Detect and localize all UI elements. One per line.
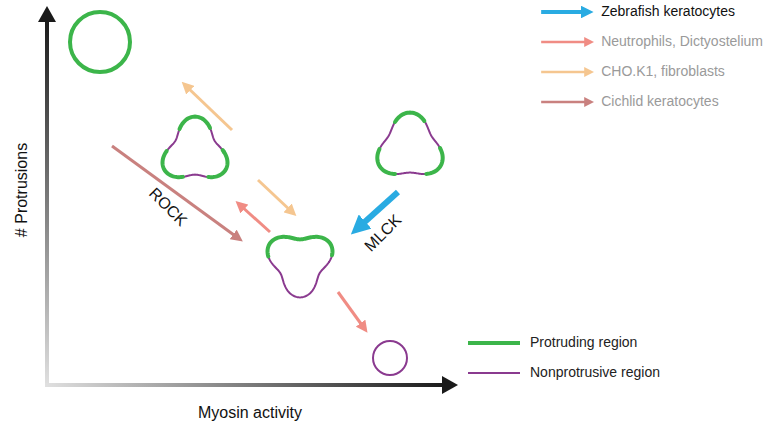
cell-round: [70, 12, 130, 72]
nonprotrusive-region: [379, 122, 395, 149]
cell-outline: [268, 237, 333, 298]
protruding-region: [223, 150, 224, 152]
protruding-region: [180, 117, 210, 129]
legend-text: CHO.K1, fibroblasts: [601, 64, 725, 79]
legend-text: Neutrophils, Dictyostelium: [601, 34, 763, 49]
y-axis: [45, 18, 49, 387]
legend-text: Zebrafish keratocytes: [601, 4, 735, 19]
nonprotrusive-region: [183, 175, 208, 177]
legend-arrow: [541, 41, 589, 44]
nonprotrusive-region: [210, 128, 223, 150]
nonprotrusive-region: [424, 121, 440, 148]
transition-arrow: [240, 205, 270, 232]
legend-text: Nonprotrusive region: [530, 365, 660, 380]
legend-arrow: [541, 71, 589, 74]
x-axis-head: [442, 376, 458, 394]
nonprotrusive-region: [395, 173, 426, 174]
legend-swatches: [541, 12, 589, 102]
protruding-region: [426, 148, 442, 174]
cell-outline: [163, 117, 228, 178]
pathway-label: MLCK: [361, 211, 405, 255]
protruding-region: [268, 237, 333, 257]
y-axis-head: [38, 6, 56, 22]
legend-text: Cichlid keratocytes: [601, 94, 719, 109]
transition-arrow: [112, 146, 238, 238]
cell-outline: [377, 113, 442, 174]
legend-arrow: [541, 101, 589, 104]
legend-line: [468, 341, 520, 345]
protruding-region: [208, 152, 227, 177]
protruding-region: [163, 151, 183, 177]
cell-shapes: [163, 113, 443, 298]
legend-line: [468, 372, 520, 374]
legend-arrow: [541, 10, 587, 14]
cell-small: [373, 341, 407, 375]
nonprotrusive-region: [167, 129, 180, 151]
protruding-region: [395, 113, 424, 122]
legend-text: Protruding region: [530, 335, 637, 350]
axis-title: # Protrusions: [13, 143, 31, 237]
axis-title: Myosin activity: [198, 404, 302, 422]
pathway-label: ROCK: [145, 184, 190, 229]
nonprotrusive-region: [268, 256, 329, 297]
x-axis: [45, 383, 445, 387]
transition-arrow: [258, 180, 292, 212]
protruding-region: [377, 149, 395, 174]
transition-arrow: [338, 292, 364, 328]
